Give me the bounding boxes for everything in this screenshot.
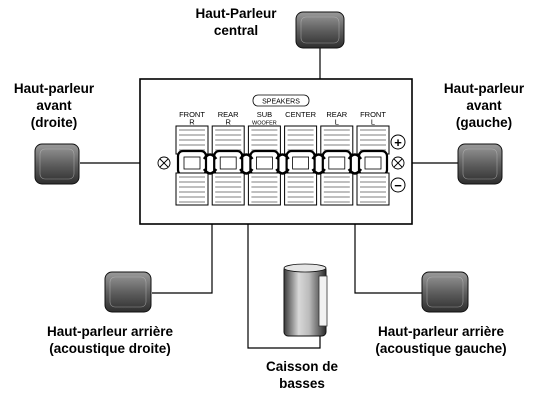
terminal-label-line1: FRONT: [360, 110, 386, 119]
ground-terminal-right: [391, 156, 405, 170]
terminal-clip: [275, 153, 290, 175]
wire-rear-right: [152, 222, 213, 294]
rear-right-speaker-label-line1: Haut-parleur arrière: [46, 324, 174, 339]
terminal-label-line2: L: [335, 118, 339, 127]
plus-icon: +: [390, 134, 406, 150]
terminal-clip: [202, 153, 218, 175]
terminal-label-line1: FRONT: [179, 110, 205, 119]
subwoofer-label-line2: basses: [279, 376, 325, 391]
front-right-speaker-label-line2: avant: [36, 98, 72, 113]
front-right-speaker-label-line1: Haut-parleur: [13, 81, 95, 96]
front-left-speaker-icon: [457, 143, 503, 185]
front-right-speaker-label: Haut-parleur avant (droite): [4, 80, 104, 131]
terminal-label-line1: REAR: [326, 110, 347, 119]
terminal-label-line2: WOOFER: [252, 121, 277, 127]
svg-text:−: −: [394, 178, 402, 193]
rear-right-speaker-label-line2: (acoustique droite): [49, 341, 171, 356]
center-speaker-label-line2: central: [213, 23, 259, 38]
terminal-block: [211, 125, 245, 206]
svg-text:+: +: [394, 135, 402, 150]
front-right-speaker-label-line3: (droite): [30, 115, 78, 130]
terminal-label-line1: REAR: [218, 110, 239, 119]
terminal-label-line2: R: [225, 118, 231, 127]
front-left-speaker-label-line1: Haut-parleur: [443, 81, 525, 96]
front-left-speaker-label-line3: (gauche): [455, 115, 513, 130]
center-speaker-label-line1: Haut-Parleur: [195, 6, 277, 21]
terminal-label-line2: L: [371, 118, 375, 127]
terminal-label-line1: SUB: [257, 110, 272, 119]
subwoofer-label: Caisson de basses: [246, 358, 358, 392]
wire-subwoofer: [247, 222, 321, 349]
rear-left-speaker-label-line2: (acoustique gauche): [375, 341, 507, 356]
ground-terminal-left: [157, 156, 171, 170]
rear-left-speaker-label-line1: Haut-parleur arrière: [377, 324, 505, 339]
front-left-speaker-label: Haut-parleur avant (gauche): [432, 80, 536, 131]
terminal-block: [356, 125, 390, 206]
terminal-strip: [175, 125, 390, 206]
front-left-speaker-label-line2: avant: [466, 98, 502, 113]
terminal-label-line2: R: [189, 118, 195, 127]
terminal-clip: [311, 153, 326, 175]
terminal-block: [247, 125, 281, 206]
rear-right-speaker-icon: [104, 271, 152, 313]
center-speaker-label: Haut-Parleur central: [176, 5, 296, 39]
terminal-label-line1: CENTER: [285, 110, 316, 119]
terminal-clip: [347, 153, 363, 175]
front-right-speaker-icon: [34, 143, 80, 185]
speakers-label-box: [252, 94, 310, 107]
terminal-clip: [239, 153, 254, 175]
subwoofer-icon: [283, 263, 328, 337]
terminal-block: [320, 125, 354, 206]
center-speaker-icon: [295, 11, 345, 49]
rear-left-speaker-label: Haut-parleur arrière (acoustique gauche): [346, 323, 536, 357]
speakers-label: SPEAKERS: [262, 99, 300, 106]
terminal-block: [284, 125, 318, 206]
rear-right-speaker-label: Haut-parleur arrière (acoustique droite): [12, 323, 208, 357]
speaker-wires: [80, 46, 460, 349]
rear-left-speaker-icon: [421, 271, 469, 313]
wire-rear-left: [354, 222, 424, 294]
minus-icon: −: [390, 177, 406, 193]
subwoofer-label-line1: Caisson de: [265, 359, 339, 374]
terminal-block: [175, 125, 209, 206]
